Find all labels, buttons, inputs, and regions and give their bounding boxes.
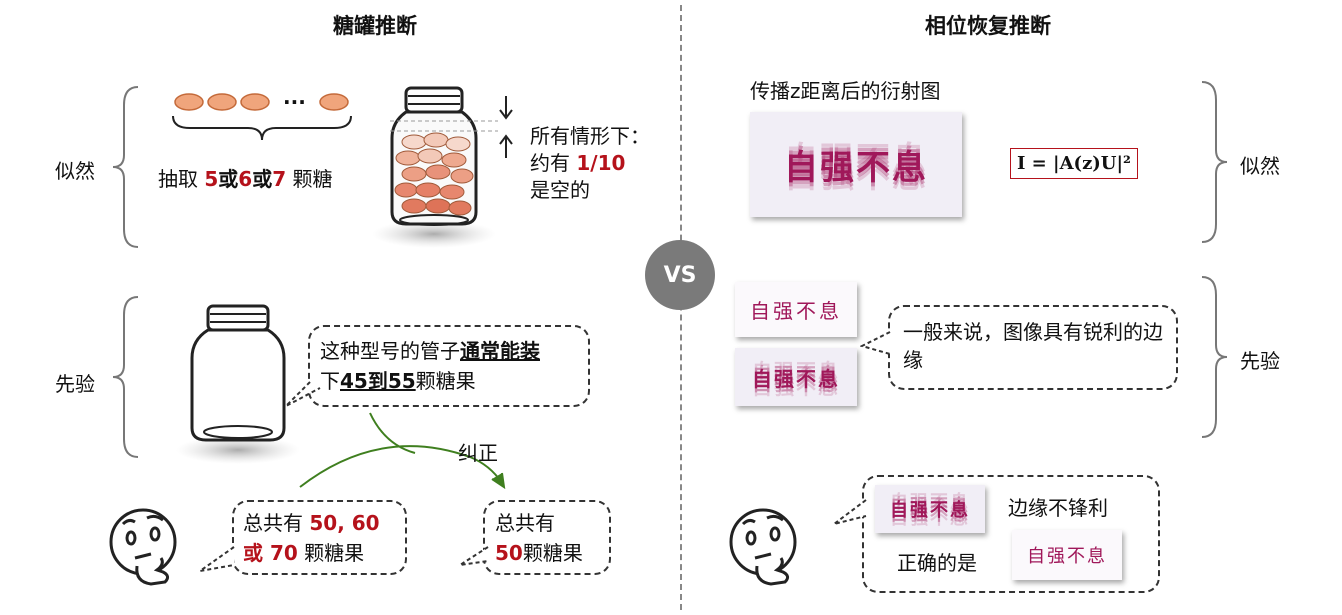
formula-text: I = |A(z)U|² xyxy=(1017,153,1131,174)
answer-bubble-tail xyxy=(459,546,489,566)
answer-suffix: 颗糖果 xyxy=(522,541,583,565)
guess-speech-bubble xyxy=(232,500,407,575)
right-prior-bubble-tail xyxy=(860,331,891,355)
answer-sharp-image: 自强不息 xyxy=(1012,530,1122,580)
guess-or: 或 70 xyxy=(243,541,298,565)
answer-value: 50 xyxy=(495,541,523,565)
draw-or2: 或 xyxy=(252,167,273,191)
right-answer-bubble-tail xyxy=(833,499,867,525)
blurry-sample-text: 自强不息 xyxy=(752,366,840,391)
prior-bubble-a: 这种型号的管子 xyxy=(320,339,460,363)
answer-blurry-image: 自强不息 xyxy=(875,485,985,533)
thinking-face-icon-right xyxy=(729,508,797,586)
right-title: 相位恢复推断 xyxy=(925,14,1051,38)
not-sharp-label: 边缘不锋利 xyxy=(1008,496,1108,520)
diffraction-image: 自强不息 xyxy=(750,112,962,217)
blurry-sample-image: 自强不息 xyxy=(735,348,857,406)
forward-model-formula: I = |A(z)U|² xyxy=(1010,148,1138,179)
empty-line3: 是空的 xyxy=(530,178,590,202)
left-likelihood-label: 似然 xyxy=(55,159,95,183)
left-likelihood-brace xyxy=(112,86,139,248)
right-prior-brace xyxy=(1201,276,1228,438)
guess-text: 总共有 50, 60 或 70 颗糖果 xyxy=(243,508,380,568)
right-likelihood-label: 似然 xyxy=(1240,154,1280,178)
candy-ellipsis: ··· xyxy=(283,90,306,114)
guess-bubble-tail xyxy=(199,546,235,572)
prior-bubble-d: 45到55 xyxy=(340,369,416,393)
prior-bubble-b: 通常能装 xyxy=(460,339,540,363)
thinking-face-icon xyxy=(109,508,177,586)
prior-bubble-c: 下 xyxy=(320,369,340,393)
empty-fraction: 1/10 xyxy=(576,151,626,175)
prior-bubble-e: 颗糖果 xyxy=(415,369,476,393)
answer-speech-bubble xyxy=(483,500,611,575)
diffraction-image-text: 自强不息 xyxy=(784,148,928,188)
draw-n1: 5 xyxy=(204,167,219,191)
empty-line2-prefix: 约有 xyxy=(530,151,570,175)
answer-blurry-text: 自强不息 xyxy=(890,500,970,521)
candy-row-icon xyxy=(172,93,352,141)
draw-n3: 7 xyxy=(272,167,287,191)
empty-line1: 所有情形下： xyxy=(530,124,650,148)
correct-label: 纠正 xyxy=(458,441,498,465)
right-prior-text: 一般来说，图像具有锐利的边缘 xyxy=(903,320,1163,372)
empty-jar-icon xyxy=(176,304,300,464)
vs-label: VS xyxy=(663,262,697,288)
right-prior-bubble xyxy=(888,305,1178,390)
left-title: 糖罐推断 xyxy=(333,14,417,38)
correct-is-label: 正确的是 xyxy=(897,551,977,575)
answer-sharp-text: 自强不息 xyxy=(1027,546,1107,567)
draw-suffix: 颗糖 xyxy=(292,167,333,191)
filled-jar-icon xyxy=(372,86,513,248)
draw-prefix: 抽取 xyxy=(158,167,198,191)
guess-prefix: 总共有 xyxy=(243,511,303,535)
right-prior-label: 先验 xyxy=(1240,349,1280,373)
correction-arrow xyxy=(299,412,506,490)
prior-bubble-tail xyxy=(285,381,321,407)
draw-count-text: 抽取 5或6或7 颗糖 xyxy=(158,163,332,192)
answer-text: 总共有 50颗糖果 xyxy=(495,508,583,568)
guess-suffix: 颗糖果 xyxy=(304,541,365,565)
prior-speech-bubble xyxy=(308,325,590,407)
vs-badge: VS xyxy=(645,240,715,310)
sharp-sample-image: 自强不息 xyxy=(735,282,857,337)
empty-line2: 约有 1/10 xyxy=(530,150,650,177)
sharp-sample-text: 自强不息 xyxy=(750,299,842,323)
right-likelihood-brace xyxy=(1201,81,1228,243)
prior-bubble-text: 这种型号的管子通常能装 下45到55颗糖果 xyxy=(320,336,540,396)
empty-space-note: 所有情形下： 约有 1/10 是空的 xyxy=(530,123,650,204)
diffraction-caption: 传播z距离后的衍射图 xyxy=(750,79,941,103)
draw-or1: 或 xyxy=(218,167,239,191)
draw-n2: 6 xyxy=(238,167,253,191)
answer-prefix: 总共有 xyxy=(495,511,555,535)
guess-values: 50, 60 xyxy=(309,511,380,535)
left-prior-label: 先验 xyxy=(55,372,95,396)
left-prior-brace xyxy=(112,296,139,458)
